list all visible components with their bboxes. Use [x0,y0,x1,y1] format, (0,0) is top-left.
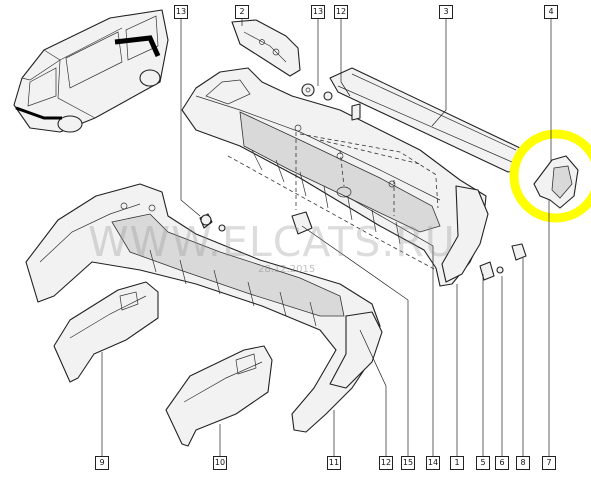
fasteners [199,83,527,281]
callout-13-top-left: 13 [174,5,188,19]
callout-5: 5 [476,456,490,470]
callout-11: 11 [327,456,341,470]
callout-14: 14 [426,456,440,470]
watermark-text: WWW.ELCATS.RU [88,218,456,266]
callout-1: 1 [450,456,464,470]
watermark-date: 28.12.2015 [258,264,316,275]
callout-6: 6 [495,456,509,470]
callout-15: 15 [401,456,415,470]
assembly-lines [227,132,439,271]
rear-bumper-part-11 [25,183,383,433]
highlighted-part-4 [509,129,591,223]
callout-3: 3 [439,5,453,19]
callout-12-bottom: 12 [379,456,393,470]
callout-9: 9 [95,456,109,470]
front-bumper-part-1 [181,67,489,287]
vehicle-thumbnail [13,9,169,133]
callout-4: 4 [544,5,558,19]
callout-13-top: 13 [311,5,325,19]
callout-2: 2 [235,5,249,19]
bracket-part-9 [53,281,159,383]
callout-8: 8 [516,456,530,470]
callout-7: 7 [542,456,556,470]
bracket-part-10 [165,345,273,447]
bracket-part-2 [231,19,301,77]
leader-lines [101,18,552,456]
callout-10: 10 [213,456,227,470]
callout-12-top: 12 [334,5,348,19]
